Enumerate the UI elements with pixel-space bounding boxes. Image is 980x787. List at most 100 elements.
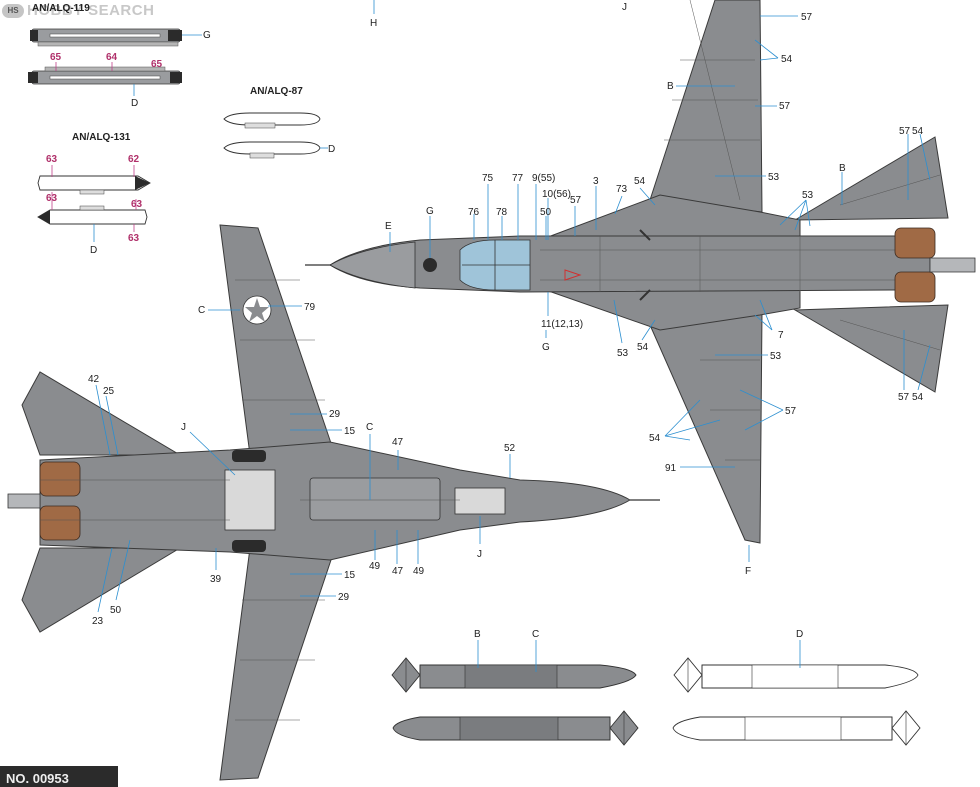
catalog-number: NO. 00953 bbox=[0, 766, 118, 787]
callout-63-alq131-d: 63 bbox=[128, 233, 140, 244]
tank-white-lower bbox=[672, 710, 921, 746]
callout-j-top: J bbox=[622, 2, 627, 13]
tank-gray-lower bbox=[392, 710, 639, 746]
top-engine-upper bbox=[894, 227, 936, 259]
top-upper-wing bbox=[649, 0, 763, 213]
bottom-lower-wing bbox=[219, 547, 336, 781]
callout-75: 75 bbox=[482, 173, 494, 184]
callout-54-e: 54 bbox=[912, 392, 924, 403]
pod-alq87-group: AN/ALQ-87 D bbox=[223, 86, 335, 159]
callout-79: 79 bbox=[304, 302, 316, 313]
pod-alq119-upper bbox=[30, 28, 182, 47]
top-fuselage bbox=[329, 235, 931, 293]
callout-54-b: 54 bbox=[634, 176, 646, 187]
pod-alq87-upper bbox=[223, 112, 321, 129]
callout-53-d: 53 bbox=[770, 351, 782, 362]
callout-d-alq131: D bbox=[90, 245, 97, 256]
watermark-mark-icon: HS bbox=[2, 3, 24, 18]
callout-g-top-2: G bbox=[542, 342, 550, 353]
callout-47-b: 47 bbox=[392, 566, 404, 577]
top-lower-tailplane bbox=[793, 304, 949, 393]
callout-7: 7 bbox=[778, 330, 784, 341]
pod-alq87-title: AN/ALQ-87 bbox=[250, 86, 303, 97]
fuel-tanks: B C D bbox=[391, 629, 921, 746]
callout-53-b: 53 bbox=[802, 190, 814, 201]
top-lower-wing bbox=[649, 311, 763, 544]
bottom-nose-gear-bay bbox=[454, 487, 506, 515]
callout-57-e: 57 bbox=[898, 392, 910, 403]
callout-76: 76 bbox=[468, 207, 480, 218]
callout-57-f: 57 bbox=[785, 406, 797, 417]
callout-50-bottom: 50 bbox=[110, 605, 122, 616]
callout-11-12-13: 11(12,13) bbox=[541, 319, 583, 330]
callout-57-d: 57 bbox=[899, 126, 911, 137]
callout-b-top-1: B bbox=[667, 81, 674, 92]
callout-b-tank: B bbox=[474, 629, 481, 640]
bottom-main-gear-bay bbox=[224, 469, 276, 531]
bottom-engine-upper bbox=[39, 461, 81, 497]
callout-b-top-2: B bbox=[839, 163, 846, 174]
aircraft-bottom-view: C 79 42 25 J 29 15 C 47 52 39 49 47 49 J… bbox=[7, 224, 660, 781]
callout-29-a: 29 bbox=[329, 409, 341, 420]
tank-gray-upper bbox=[391, 657, 637, 693]
pod-alq87-lower bbox=[223, 141, 321, 159]
callout-47-a: 47 bbox=[392, 437, 404, 448]
callout-54-d: 54 bbox=[637, 342, 649, 353]
callout-63-alq131-c: 63 bbox=[131, 199, 143, 210]
callout-57-c: 57 bbox=[570, 195, 582, 206]
callout-29-b: 29 bbox=[338, 592, 350, 603]
bottom-upper-tailplane bbox=[21, 371, 182, 456]
callout-52: 52 bbox=[504, 443, 516, 454]
callout-c-tank: C bbox=[532, 629, 539, 640]
callout-d-alq119: D bbox=[131, 98, 138, 109]
callout-c-bottom: C bbox=[198, 305, 205, 316]
pod-alq131-lower bbox=[37, 205, 148, 225]
callout-f: F bbox=[745, 566, 751, 577]
callout-54-f: 54 bbox=[649, 433, 661, 444]
callout-15-a: 15 bbox=[344, 426, 356, 437]
callout-49-b: 49 bbox=[413, 566, 425, 577]
callout-25: 25 bbox=[103, 386, 115, 397]
top-engine-lower bbox=[894, 271, 936, 303]
callout-9-55: 9(55) bbox=[532, 173, 555, 184]
pod-alq131-title: AN/ALQ-131 bbox=[72, 132, 131, 143]
callout-62-alq131: 62 bbox=[128, 154, 140, 165]
callout-53-c: 53 bbox=[617, 348, 629, 359]
callout-77: 77 bbox=[512, 173, 524, 184]
callout-54-a: 54 bbox=[781, 54, 793, 65]
bottom-weapons-bay bbox=[309, 477, 441, 521]
callout-65-alq119-a: 65 bbox=[50, 52, 62, 63]
tank-white-upper bbox=[673, 657, 919, 693]
top-nose-marking bbox=[423, 258, 437, 272]
callout-57-a: 57 bbox=[801, 12, 813, 23]
bottom-engine-lower bbox=[39, 505, 81, 541]
callout-15-b: 15 bbox=[344, 570, 356, 581]
callout-53-a: 53 bbox=[768, 172, 780, 183]
callout-78: 78 bbox=[496, 207, 508, 218]
pod-alq119-lower bbox=[28, 66, 182, 85]
pod-alq119-title: AN/ALQ-119 bbox=[32, 3, 90, 14]
callout-57-b: 57 bbox=[779, 101, 791, 112]
pod-alq131-group: AN/ALQ-131 63 62 63 63 63 D bbox=[37, 132, 151, 256]
aircraft-top-view: H J 57 54 B 57 75 77 9(55) 10(56) 3 73 5… bbox=[305, 0, 976, 577]
callout-10-56: 10(56) bbox=[542, 189, 571, 200]
callout-h-top: H bbox=[370, 18, 377, 29]
callout-d-alq87: D bbox=[328, 144, 335, 155]
watermark-text: HOBBY SEARCH bbox=[27, 2, 155, 19]
top-upper-tailplane bbox=[793, 136, 949, 221]
callout-g-alq119: G bbox=[203, 30, 211, 41]
callout-39: 39 bbox=[210, 574, 222, 585]
callout-91: 91 bbox=[665, 463, 677, 474]
callout-c-bottom-2: C bbox=[366, 422, 373, 433]
callout-49-a: 49 bbox=[369, 561, 381, 572]
callout-65-alq119-b: 65 bbox=[151, 59, 163, 70]
callout-j-bottom-2: J bbox=[477, 549, 482, 560]
callout-e: E bbox=[385, 221, 392, 232]
watermark-logo: HS HOBBY SEARCH bbox=[2, 2, 154, 19]
callout-63-alq131-a: 63 bbox=[46, 154, 58, 165]
callout-g-top: G bbox=[426, 206, 434, 217]
callout-d-tank: D bbox=[796, 629, 803, 640]
callout-23: 23 bbox=[92, 616, 104, 627]
callout-j-bottom: J bbox=[181, 422, 186, 433]
